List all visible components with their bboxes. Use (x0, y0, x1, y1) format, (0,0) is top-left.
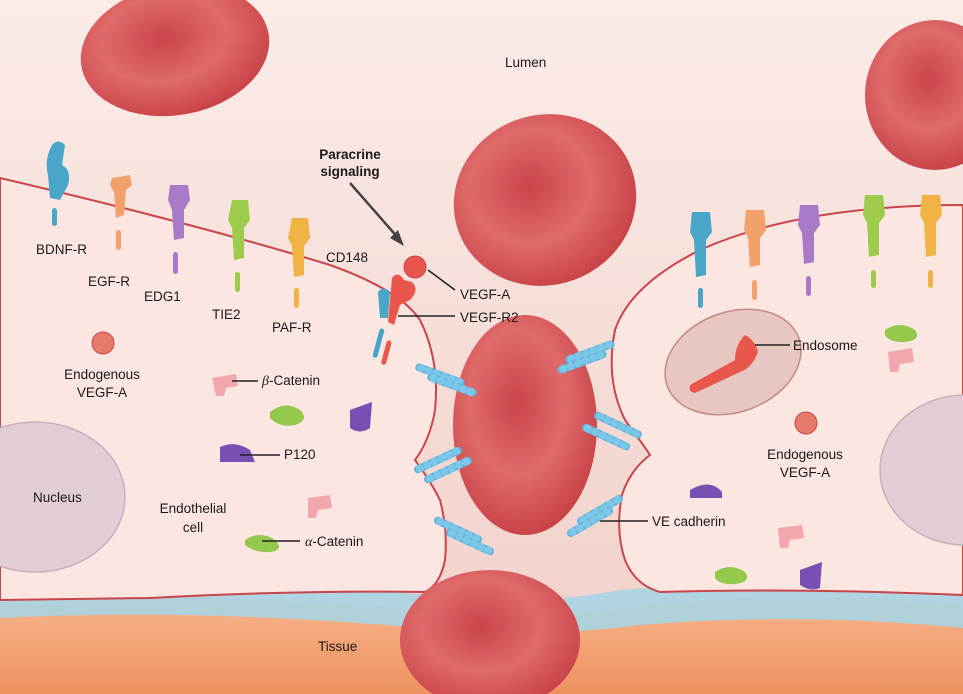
rbc-top-right (865, 20, 963, 170)
receptor-bdnf-r (46, 141, 70, 226)
p120-icon-right (690, 484, 722, 498)
endogenous-vegf-dot-right (794, 411, 818, 435)
receptor-tie2 (228, 200, 250, 292)
label-egf-r: EGF-R (88, 274, 130, 289)
beta-catenin-icon-left (212, 374, 238, 396)
label-endogenous-left-2: VEGF-A (76, 385, 128, 400)
label-endogenous-right-1: Endogenous (767, 447, 843, 462)
label-vegfa: VEGF-A (460, 287, 511, 302)
label-endothelial-2: cell (182, 520, 204, 535)
rbc-center-top (453, 114, 637, 286)
label-bdnf-r: BDNF-R (36, 242, 87, 257)
vegf-a-ligand (403, 255, 427, 279)
label-endothelial-1: Endothelial (159, 501, 227, 516)
receptor-paf-r (288, 218, 310, 308)
leader-vegfa (427, 269, 456, 291)
alpha-catenin-icon-right-lower (715, 567, 748, 585)
label-cd148: CD148 (326, 250, 369, 265)
label-endosome: Endosome (793, 338, 858, 353)
label-vegfr2: VEGF-R2 (460, 310, 519, 325)
beta-text: -Catenin (268, 373, 321, 388)
label-lumen: Lumen (505, 55, 547, 70)
label-endogenous-left-1: Endogenous (64, 367, 140, 382)
alpha-catenin-icon-left (245, 535, 279, 553)
receptor-group-right (690, 195, 942, 308)
beta-catenin-icon-right-upper (888, 348, 914, 372)
label-endogenous-right-2: VEGF-A (779, 465, 831, 480)
label-edg1: EDG1 (144, 289, 181, 304)
beta-symbol: β (262, 374, 269, 389)
p120-icon-right-lower (800, 562, 822, 590)
p120-icon-left (220, 444, 255, 462)
rbc-bottom (400, 570, 580, 694)
beta-catenin-icon-lower (308, 495, 332, 518)
label-paracrine-1: Paracrine (319, 147, 381, 162)
paracrine-arrow (349, 182, 401, 241)
receptor-egf-r (110, 175, 132, 250)
beta-catenin-icon-right-lower (778, 525, 804, 548)
label-p120: P120 (284, 447, 316, 462)
label-paf-r: PAF-R (272, 320, 312, 335)
alpha-catenin-icon-right-upper (885, 325, 918, 343)
receptor-edg1 (168, 185, 190, 274)
cd148-receptor (372, 288, 390, 358)
alpha-symbol: α (305, 535, 313, 550)
endosome-vegf-icon (689, 335, 758, 393)
paracrine-arrow-head (390, 230, 404, 246)
rbc-top-left (80, 0, 270, 117)
p120-icon-small (350, 402, 372, 432)
alpha-text: -Catenin (312, 534, 364, 549)
nucleus-left (0, 421, 126, 573)
label-tissue: Tissue (318, 639, 358, 654)
label-ve-cadherin: VE cadherin (652, 514, 726, 529)
label-tie2: TIE2 (212, 307, 241, 322)
label-nucleus: Nucleus (33, 490, 82, 505)
nucleus-right (879, 394, 963, 546)
rbc-center (453, 315, 597, 535)
vegf-r2-receptor (381, 274, 416, 365)
alpha-catenin-icon-upper (270, 405, 304, 426)
endogenous-vegf-dot-left (91, 331, 115, 355)
label-paracrine-2: signaling (320, 164, 380, 179)
label-alpha-catenin: α-Catenin (305, 533, 363, 551)
label-beta-catenin: β-Catenin (262, 372, 320, 390)
